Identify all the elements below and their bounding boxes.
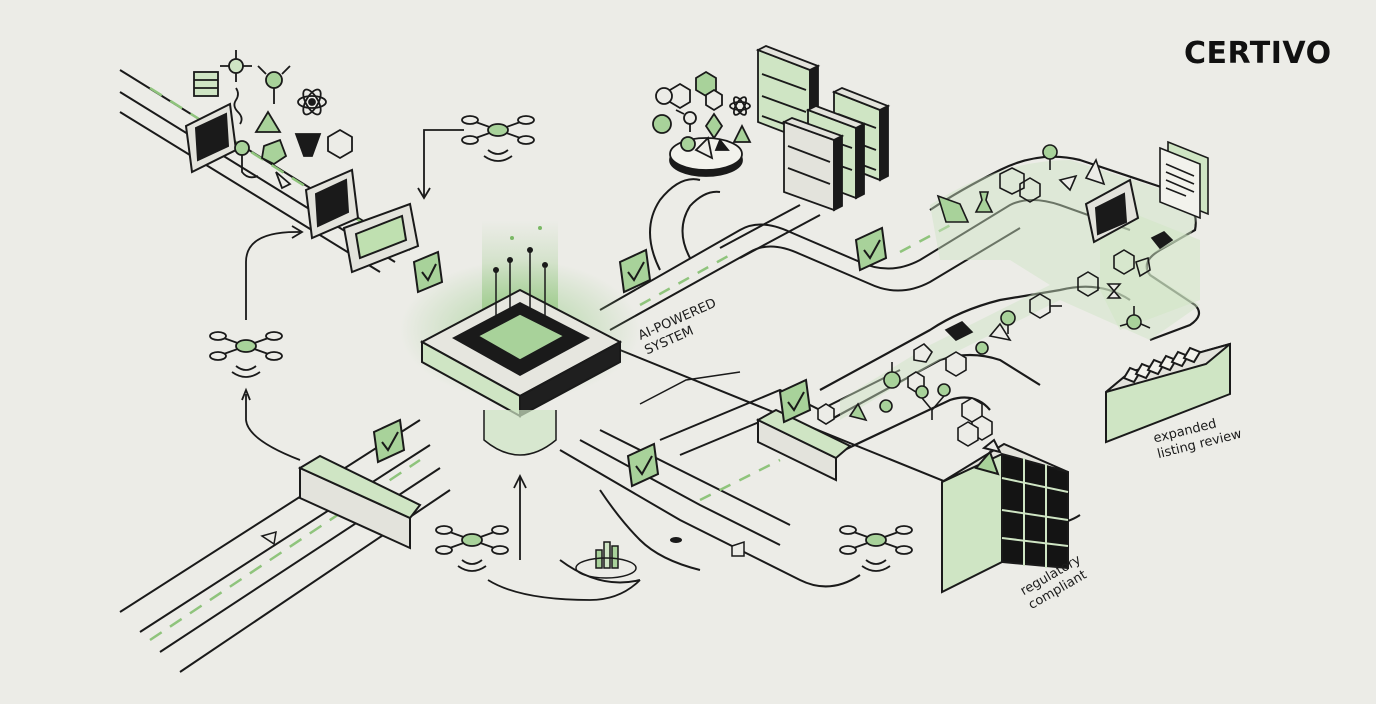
ai-label-connector [639, 371, 741, 405]
funnel-icon [294, 133, 322, 157]
hexagon-icon [999, 167, 1025, 195]
triangle-node-icon [848, 402, 868, 422]
triangle-node-icon [254, 110, 282, 133]
symbols-cluster-topleft [193, 50, 353, 190]
benzene-icon [1029, 293, 1062, 319]
hexagon-icon [1113, 249, 1135, 275]
pentagon-icon [1135, 256, 1151, 278]
molecule-icon [883, 362, 901, 389]
wave-icon [233, 87, 243, 125]
triangle-node-icon [1084, 158, 1106, 186]
shape-token [731, 540, 745, 557]
check-tile-4 [778, 378, 812, 424]
library-shelves [755, 45, 891, 212]
chip-antennae [495, 252, 546, 320]
circle-node-icon [652, 114, 672, 134]
triangle-node-icon [732, 123, 752, 143]
check-tile-6 [626, 442, 660, 488]
drone-top [417, 115, 535, 200]
shape-token [260, 530, 277, 546]
gate-right-lower [755, 408, 852, 482]
molecule-icon [1000, 310, 1016, 334]
hexagon-icon [705, 88, 723, 112]
atom-icon [297, 88, 327, 116]
atom-icon [729, 96, 751, 116]
chip-base-column [483, 410, 557, 456]
database-icon [193, 71, 219, 97]
circle-node-icon [975, 341, 989, 355]
file-dividers [1122, 346, 1202, 384]
drone-bottom [435, 473, 641, 601]
lower-left-lanes [119, 419, 451, 673]
hexagon-icon [327, 128, 353, 160]
arrow-shape-icon [1058, 174, 1078, 192]
bar-chart-icon [575, 541, 637, 579]
hexagon-icon [945, 351, 967, 377]
branch-icon [234, 140, 259, 179]
arrow-shape-icon [275, 171, 292, 190]
box-icon [944, 321, 974, 341]
box-icon [1150, 231, 1174, 250]
tree-node-icon [1042, 144, 1058, 170]
tree-node-icon [915, 383, 951, 420]
check-tile-2 [618, 248, 652, 294]
hexagon-icon [1019, 177, 1041, 203]
pentagon-icon [261, 138, 288, 166]
gate-2 [304, 168, 360, 240]
compliance-bin [941, 438, 1069, 594]
molecule-icon [257, 65, 291, 104]
circle-node-icon [879, 399, 893, 413]
folder-icon [936, 194, 970, 223]
hexagon-icon [1077, 271, 1099, 297]
triangle-node-icon [988, 322, 1012, 342]
diamond-icon [704, 112, 724, 140]
drone-right [839, 525, 913, 572]
check-tile-1 [412, 250, 444, 294]
flask-icon [974, 191, 994, 213]
sorting-disc [669, 136, 743, 177]
gate-3 [342, 202, 420, 274]
hourglass-icon [1106, 283, 1122, 299]
connector-dot [670, 537, 682, 543]
hexagon-icon [669, 82, 691, 110]
file-cabinet [1105, 342, 1231, 444]
benzene-icon [817, 403, 835, 425]
benzene-cluster-icon [957, 397, 993, 447]
node-icon [1119, 306, 1151, 330]
symbols-cluster-right [817, 144, 1174, 447]
gate-lower-left [297, 454, 422, 550]
bookshelf [781, 117, 845, 212]
gate-right-upper [1084, 178, 1140, 244]
document-stack [1159, 140, 1209, 220]
symbols-cluster-topmid [652, 70, 752, 177]
check-tile-5 [372, 418, 406, 464]
ai-chip [400, 220, 640, 456]
gate-1 [184, 102, 238, 174]
library-lanes [649, 178, 821, 271]
pentagon-icon [913, 342, 934, 363]
certivo-logo: CERTIVO [1184, 36, 1332, 71]
chip-dots [493, 226, 548, 273]
molecule-icon [675, 109, 697, 132]
node-icon [220, 50, 252, 82]
check-tile-3 [854, 226, 888, 272]
drone-left [209, 225, 304, 461]
circle-node-icon [655, 87, 673, 105]
